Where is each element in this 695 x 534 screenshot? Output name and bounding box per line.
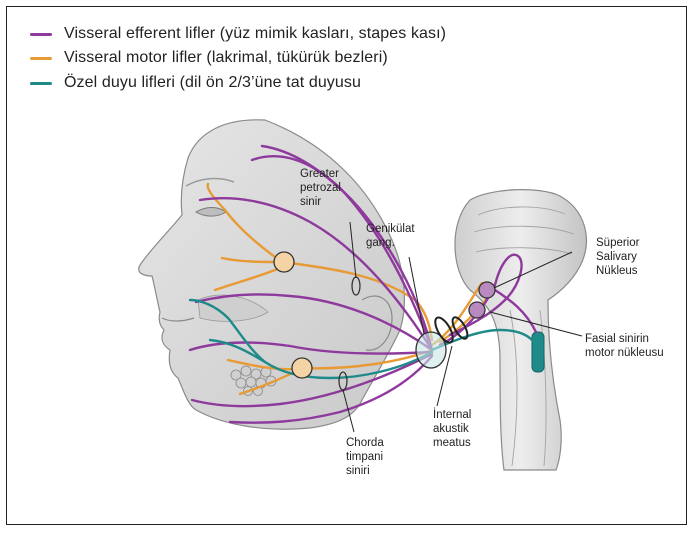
label-line: Nükleus [596,264,639,278]
facial-nucleus-dot [469,302,485,318]
label-line: motor nükleusu [585,346,664,360]
label-line: meatus [433,436,471,450]
submandibular-ganglion [292,358,312,378]
label-line: sinir [300,195,341,209]
label-line: İnternal [433,408,471,422]
label-geniculate: Genikülat gang. [366,222,415,250]
label-superior-salivary: Süperior Salivary Nükleus [596,236,639,278]
label-line: Süperior [596,236,639,250]
label-line: petrozal [300,181,341,195]
label-greater-petrosal: Greater petrozal sinir [300,167,341,209]
label-line: Greater [300,167,341,181]
label-line: Salivary [596,250,639,264]
label-internal-meatus: İnternal akustik meatus [433,408,471,450]
label-line: Chorda [346,436,384,450]
label-line: gang. [366,236,415,250]
label-line: Fasial sinirin [585,332,664,346]
label-line: siniri [346,464,384,478]
label-chorda-tympani: Chorda timpani siniri [346,436,384,478]
label-line: Genikülat [366,222,415,236]
sphenopalatine-ganglion [274,252,294,272]
facial-motor-nucleus [532,332,544,372]
label-line: akustik [433,422,471,436]
superior-salivary-nucleus [479,282,495,298]
label-line: timpani [346,450,384,464]
label-facial-motor: Fasial sinirin motor nükleusu [585,332,664,360]
